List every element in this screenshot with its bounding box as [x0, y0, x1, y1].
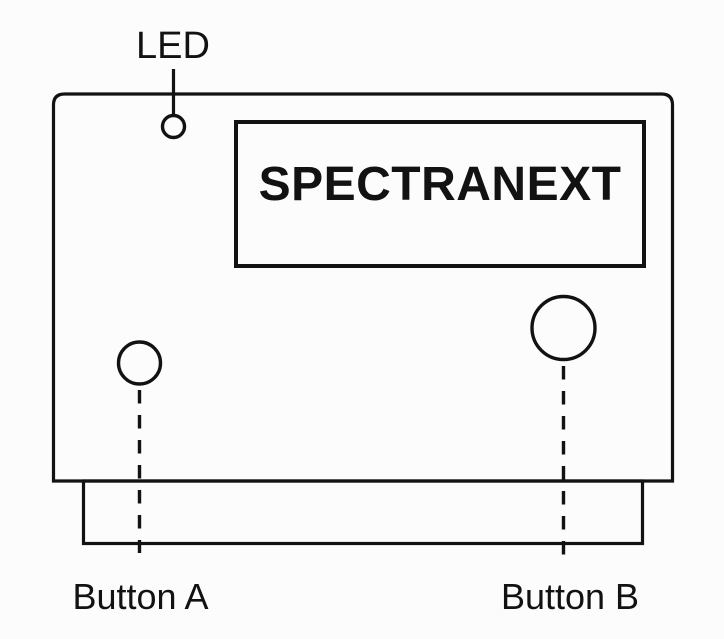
led-label: LED: [136, 25, 210, 67]
device-base: [81, 479, 645, 546]
device-outline: [51, 92, 675, 483]
led-indicator-circle: [160, 113, 187, 140]
button-a-label: Button A: [72, 576, 209, 617]
button-b-circle: [530, 294, 597, 362]
button-a-circle: [116, 340, 163, 386]
brand-plate: [234, 120, 646, 268]
brand-name: SPECTRANEXT: [258, 157, 622, 211]
button-b-label: Button B: [500, 576, 640, 617]
